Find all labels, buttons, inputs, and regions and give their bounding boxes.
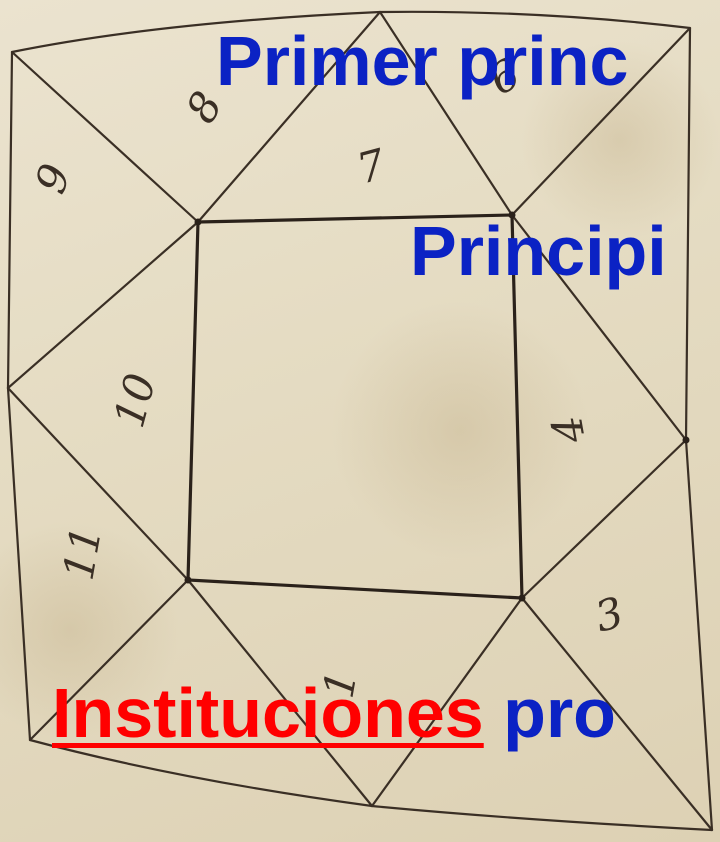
sheet-number-11: 11 xyxy=(54,523,112,584)
ink-dot xyxy=(184,576,192,584)
sheet-number-7: 7 xyxy=(352,139,391,193)
sheet-number-4: 4 xyxy=(542,412,595,448)
diagonal-line xyxy=(370,596,524,808)
ink-dot xyxy=(518,594,526,602)
ink-dot xyxy=(508,211,516,219)
paper-stain xyxy=(330,300,590,560)
sheet-number-9: 9 xyxy=(25,158,80,200)
diagonal-line xyxy=(6,220,200,390)
sheet-number-10: 10 xyxy=(104,368,165,432)
diagonal-line xyxy=(510,26,692,217)
diagonal-line xyxy=(520,596,714,832)
diagonal-line xyxy=(10,50,200,224)
diagonal-line xyxy=(520,438,688,600)
diagonal-line xyxy=(510,213,688,442)
paper-stain xyxy=(520,40,720,240)
diagonal-line xyxy=(196,10,382,224)
diagonal-line xyxy=(6,386,190,582)
diagonal-line xyxy=(28,578,190,742)
headline-line-2: Principi xyxy=(410,212,667,290)
ink-dot xyxy=(194,218,202,226)
headline-red-word[interactable]: Instituciones xyxy=(52,674,484,752)
paper-stain xyxy=(0,520,180,740)
diagonal-line xyxy=(186,578,374,808)
headline-line-1: Primer princ xyxy=(216,22,629,100)
sheet-number-3: 3 xyxy=(590,587,629,641)
headline-line-3: Instituciones pro xyxy=(52,678,616,748)
headline-blue-word: pro xyxy=(483,674,616,752)
diagonal-line xyxy=(378,10,514,217)
ink-dot xyxy=(682,436,690,444)
